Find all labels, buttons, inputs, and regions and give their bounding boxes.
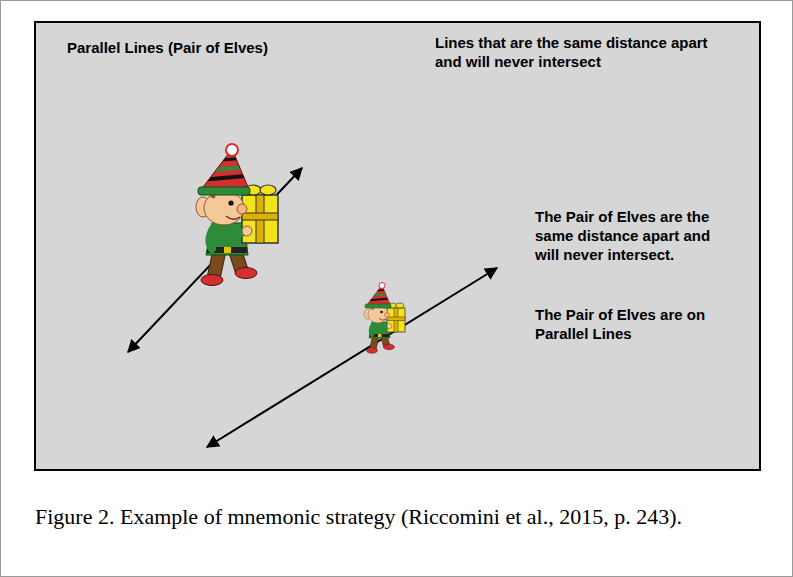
parallel-line [207,268,497,447]
conclusion-text: The Pair of Elves are on Parallel Lines [535,305,720,343]
figure-caption: Figure 2. Example of mnemonic strategy (… [35,503,755,531]
panel-title: Parallel Lines (Pair of Elves) [67,38,367,57]
mnemonic-panel [35,22,760,470]
definition-text: Lines that are the same distance apart a… [435,33,720,71]
elf-figure [360,283,405,354]
explanation-text: The Pair of Elves are the same distance … [535,207,720,264]
elf-figure [188,144,278,286]
